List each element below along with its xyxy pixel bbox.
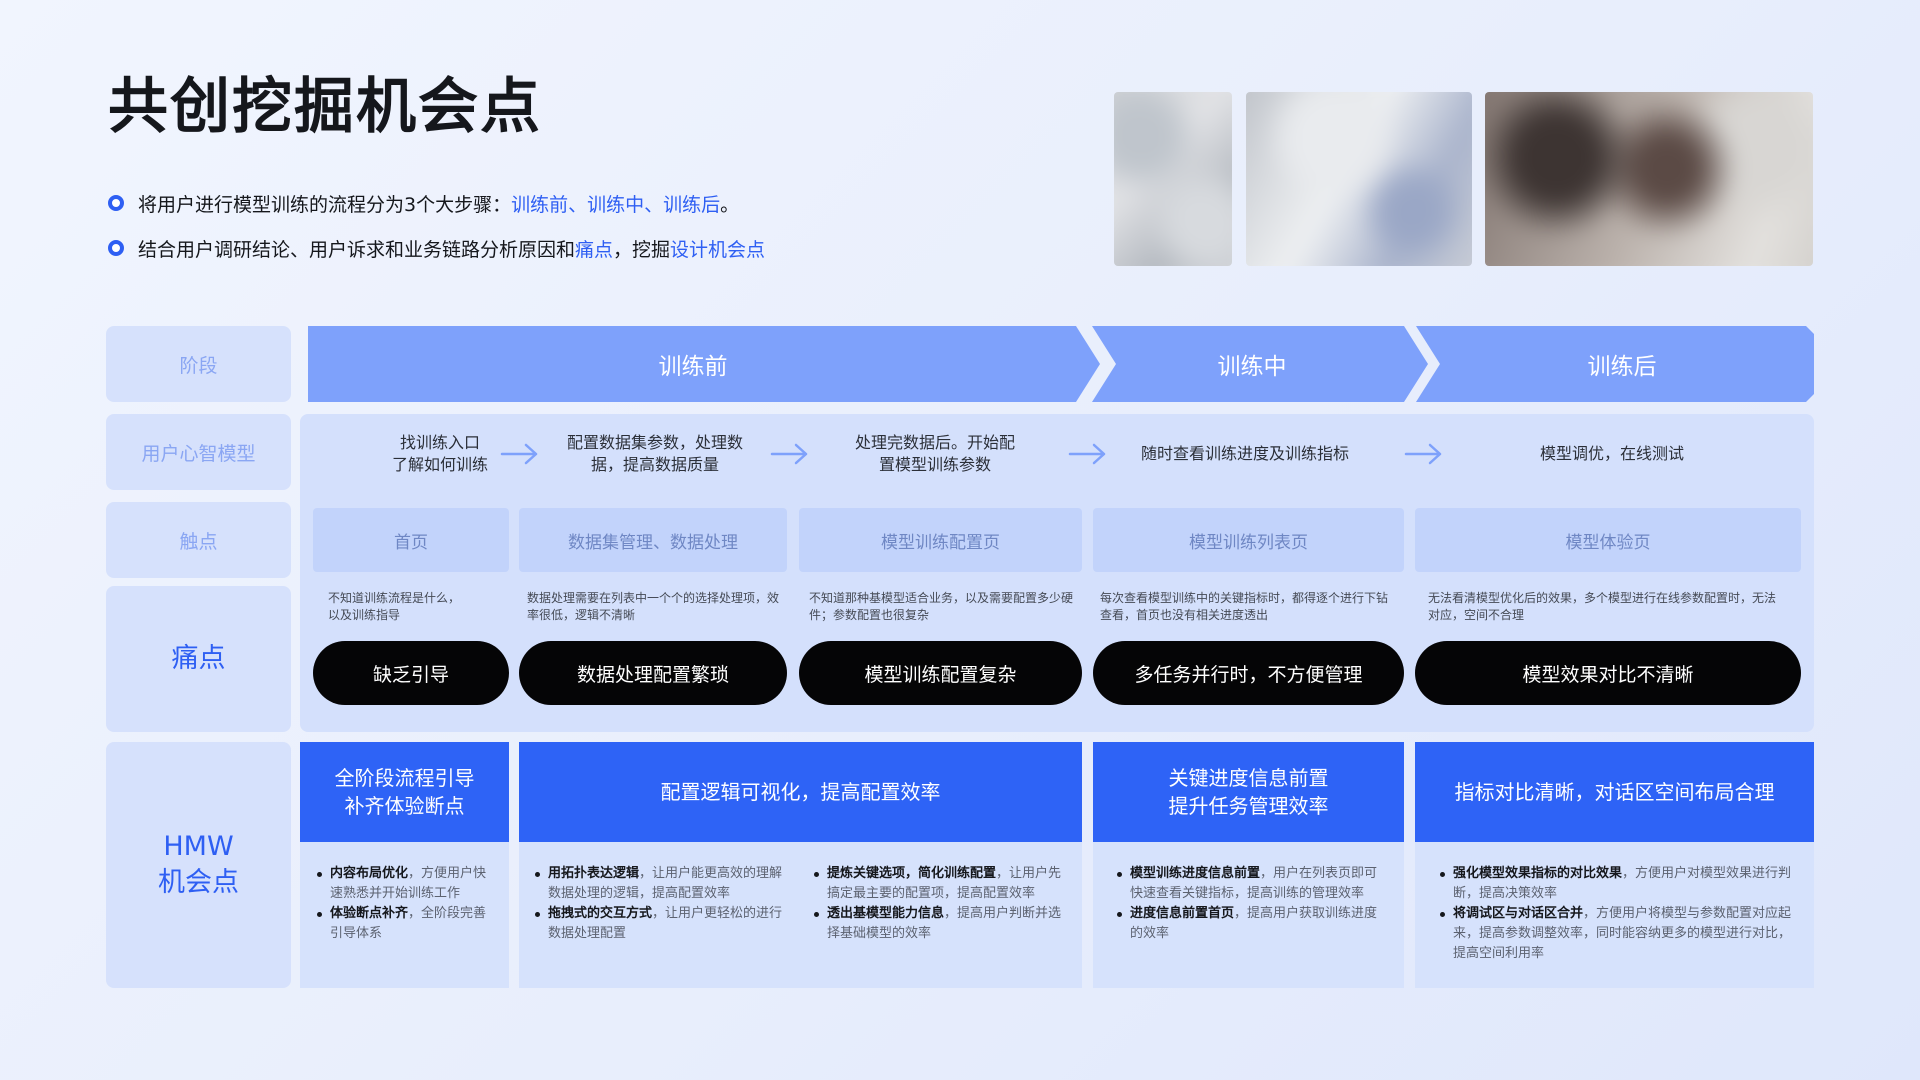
stage-shape-during [1092, 326, 1428, 402]
bullet-highlight-pain: 痛点 [575, 238, 614, 261]
hmw-list: 内容布局优化，方便用户快速熟悉并开始训练工作 体验断点补齐，全阶段完善引导体系 [317, 864, 495, 944]
hmw-list: 提炼关键选项，简化训练配置，让用户先搞定最主要的配置项，提高配置效率 透出基模型… [814, 864, 1070, 944]
mental-model-item: 模型调优，在线测试 [1539, 444, 1684, 463]
row-label-touchpoint: 触点 [106, 502, 291, 578]
stage-label-post: 训练后 [1587, 354, 1657, 380]
hmw-list: 用拓扑表达逻辑，让用户能更高效的理解数据处理的逻辑，提高配置效率 拖拽式的交互方… [535, 864, 785, 944]
touchpoint-train-list: 模型训练列表页 [1093, 508, 1404, 572]
hmw-title: 指标对比清晰，对话区空间布局合理 [1415, 742, 1814, 842]
pain-point-pill: 缺乏引导 [313, 641, 509, 705]
mental-model-item: 找训练入口 了解如何训练 [391, 433, 488, 474]
list-item: 将调试区与对话区合并，方便用户将模型与参数配置对应起来，提高参数调整效率，同时能… [1440, 904, 1794, 964]
bullet-text: 将用户进行模型训练的流程分为3个大步骤： [138, 193, 512, 216]
stage-chevrons [308, 326, 1814, 402]
list-item: 内容布局优化，方便用户快速熟悉并开始训练工作 [317, 864, 495, 904]
stage-label-pre: 训练前 [658, 354, 728, 380]
pain-description: 不知道训练流程是什么， 以及训练指导 [328, 591, 461, 622]
hmw-title: 关键进度信息前置 提升任务管理效率 [1093, 742, 1404, 842]
workshop-photo-2 [1246, 92, 1472, 266]
bullet-dot-icon [108, 240, 124, 256]
bullet-dot-icon [108, 195, 124, 211]
arrow-right-icon [770, 443, 808, 465]
hmw-card: 用拓扑表达逻辑，让用户能更高效的理解数据处理的逻辑，提高配置效率 拖拽式的交互方… [519, 842, 1082, 988]
row-label-mental-model: 用户心智模型 [106, 414, 291, 490]
mental-model-item: 处理完数据后。开始配 置模型训练参数 [854, 433, 1015, 474]
touchpoint-train-config: 模型训练配置页 [799, 508, 1082, 572]
row-label-pain-point: 痛点 [106, 586, 291, 732]
arrow-right-icon [1404, 443, 1442, 465]
row-label-stage: 阶段 [106, 326, 291, 402]
bullet-text-tail: 。 [720, 193, 740, 216]
mental-model-item: 随时查看训练进度及训练指标 [1140, 444, 1349, 463]
stage-shape-pre [308, 326, 1100, 402]
hmw-title: 配置逻辑可视化，提高配置效率 [519, 742, 1082, 842]
row-label-hmw: HMW 机会点 [106, 742, 291, 988]
workshop-photo-3 [1485, 92, 1813, 266]
pain-description: 不知道那种基模型适合业务，以及需要配置多少硬 件；参数配置也很复杂 [809, 591, 1074, 622]
bullet-analysis: 结合用户调研结论、用户诉求和业务链路分析原因和痛点，挖掘设计机会点 [108, 231, 765, 265]
list-item: 强化模型效果指标的对比效果，方便用户对模型效果进行判断，提高决策效率 [1440, 864, 1794, 904]
hmw-title: 全阶段流程引导 补齐体验断点 [300, 742, 509, 842]
stage-shape-post [1416, 326, 1814, 402]
touchpoint-dataset: 数据集管理、数据处理 [519, 508, 787, 572]
pain-description: 数据处理需要在列表中一个个的选择处理项，效 率很低，逻辑不清晰 [527, 591, 780, 622]
pain-point-pill: 模型效果对比不清晰 [1415, 641, 1801, 705]
page-title: 共创挖掘机会点 [108, 72, 542, 142]
pain-description: 无法看清模型优化后的效果，多个模型进行在线参数配置时，无法 对应，空间不合理 [1428, 591, 1777, 622]
hmw-list: 模型训练进度信息前置，用户在列表页即可快速查看关键指标，提高训练的管理效率 进度… [1117, 864, 1390, 944]
hmw-list: 强化模型效果指标的对比效果，方便用户对模型效果进行判断，提高决策效率 将调试区与… [1440, 864, 1794, 964]
arrow-right-icon [1068, 443, 1106, 465]
bullet-text: 结合用户调研结论、用户诉求和业务链路分析原因和 [138, 238, 576, 261]
list-item: 拖拽式的交互方式，让用户更轻松的进行数据处理配置 [535, 904, 785, 944]
workshop-photo-1 [1114, 92, 1232, 266]
bullet-stages: 将用户进行模型训练的流程分为3个大步骤：训练前、训练中、训练后。 [108, 186, 739, 220]
list-item: 体验断点补齐，全阶段完善引导体系 [317, 904, 495, 944]
hmw-card: 模型训练进度信息前置，用户在列表页即可快速查看关键指标，提高训练的管理效率 进度… [1093, 842, 1404, 988]
list-item: 透出基模型能力信息，提高用户判断并选择基础模型的效率 [814, 904, 1070, 944]
hmw-card: 内容布局优化，方便用户快速熟悉并开始训练工作 体验断点补齐，全阶段完善引导体系 [300, 842, 509, 988]
bullet-text-mid: ，挖掘 [613, 238, 671, 261]
bullet-highlight: 训练前、训练中、训练后 [511, 193, 721, 216]
stage-label-during: 训练中 [1217, 354, 1287, 380]
bullet-highlight-design: 设计机会点 [670, 238, 766, 261]
touchpoint-home: 首页 [313, 508, 509, 572]
list-item: 模型训练进度信息前置，用户在列表页即可快速查看关键指标，提高训练的管理效率 [1117, 864, 1390, 904]
list-item: 用拓扑表达逻辑，让用户能更高效的理解数据处理的逻辑，提高配置效率 [535, 864, 785, 904]
list-item: 提炼关键选项，简化训练配置，让用户先搞定最主要的配置项，提高配置效率 [814, 864, 1070, 904]
list-item: 进度信息前置首页，提高用户获取训练进度的效率 [1117, 904, 1390, 944]
hmw-card: 强化模型效果指标的对比效果，方便用户对模型效果进行判断，提高决策效率 将调试区与… [1415, 842, 1814, 988]
arrow-right-icon [500, 443, 538, 465]
pain-point-pill: 模型训练配置复杂 [799, 641, 1082, 705]
pain-description: 每次查看模型训练中的关键指标时，都得逐个进行下钻 查看，首页也没有相关进度透出 [1100, 591, 1389, 622]
touchpoint-experience: 模型体验页 [1415, 508, 1801, 572]
pain-point-pill: 多任务并行时，不方便管理 [1093, 641, 1404, 705]
mental-model-item: 配置数据集参数，处理数 据，提高数据质量 [566, 433, 743, 474]
pain-point-pill: 数据处理配置繁琐 [519, 641, 787, 705]
